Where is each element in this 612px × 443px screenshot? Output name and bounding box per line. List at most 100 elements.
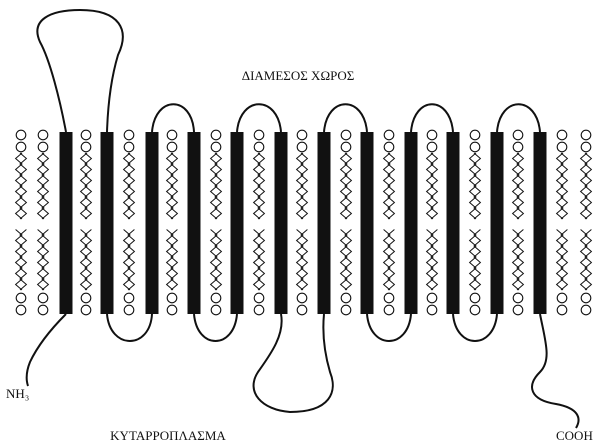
- lipid-head: [81, 142, 91, 152]
- lipid-head: [341, 142, 351, 152]
- lipid-tail: [171, 230, 177, 291]
- extracellular-loop-5: [411, 104, 453, 132]
- lipid-tail: [42, 153, 48, 219]
- lipid-head: [124, 142, 134, 152]
- lipid-tail: [517, 153, 523, 219]
- phospholipid-column: [427, 130, 438, 315]
- lipid-head: [581, 130, 591, 140]
- lipid-tail: [474, 153, 480, 219]
- cytoplasmic-loop-4: [367, 314, 411, 341]
- transmembrane-helix: [447, 132, 460, 314]
- n-terminal-tail: [27, 314, 66, 386]
- phospholipid-column: [341, 130, 352, 315]
- lipid-head: [297, 293, 307, 303]
- lipid-head: [38, 130, 48, 140]
- lipid-tail: [513, 230, 519, 291]
- lipid-head: [16, 142, 26, 152]
- lipid-tail: [581, 230, 587, 291]
- lipid-tail: [585, 230, 591, 291]
- phospholipid-column: [557, 130, 568, 315]
- cytoplasmic-loop-2: [194, 314, 237, 341]
- phospholipid-column: [297, 130, 308, 315]
- lipid-head: [557, 130, 567, 140]
- lipid-head: [211, 142, 221, 152]
- lipid-tail: [585, 153, 591, 219]
- lipid-tail: [85, 153, 91, 219]
- lipid-tail: [341, 230, 347, 291]
- lipid-head: [384, 130, 394, 140]
- extracellular-loop-2: [152, 104, 194, 132]
- lipid-tail: [124, 230, 130, 291]
- lipid-tail: [85, 230, 91, 291]
- lipid-head: [254, 142, 264, 152]
- lipid-tail: [427, 230, 433, 291]
- lipid-head: [211, 130, 221, 140]
- extracellular-loop-4: [324, 104, 367, 132]
- lipid-tail: [254, 230, 260, 291]
- lipid-head: [341, 293, 351, 303]
- transmembrane-helix: [101, 132, 114, 314]
- lipid-head: [38, 293, 48, 303]
- lipid-head: [384, 293, 394, 303]
- lipid-head: [470, 305, 480, 315]
- phospholipid-column: [254, 130, 265, 315]
- phospholipid-column: [384, 130, 395, 315]
- lipid-tail: [211, 230, 217, 291]
- lipid-head: [81, 130, 91, 140]
- lipid-tail: [20, 153, 26, 219]
- cytoplasmic-loop-3: [254, 314, 333, 412]
- lipid-head: [297, 305, 307, 315]
- lipid-head: [297, 142, 307, 152]
- lipid-head: [124, 305, 134, 315]
- lipid-tail: [167, 230, 173, 291]
- lipid-head: [167, 305, 177, 315]
- phospholipid-column: [470, 130, 481, 315]
- extracellular-loop-3: [237, 104, 281, 132]
- lipid-head: [513, 305, 523, 315]
- lipid-tail: [345, 153, 351, 219]
- lipid-head: [341, 130, 351, 140]
- lipid-head: [81, 293, 91, 303]
- cytoplasmic-loop-1: [107, 314, 152, 341]
- lipid-tail: [431, 153, 437, 219]
- lipid-tail: [561, 153, 567, 219]
- lipid-head: [427, 142, 437, 152]
- lipid-head: [211, 305, 221, 315]
- lipid-head: [557, 305, 567, 315]
- lipid-tail: [557, 230, 563, 291]
- c-terminus-label: COOH: [556, 428, 593, 443]
- lipid-tail: [215, 230, 221, 291]
- lipid-head: [581, 293, 591, 303]
- lipid-tail: [16, 230, 22, 291]
- transmembrane-helix: [361, 132, 374, 314]
- extracellular-space-label: ΔΙΑΜΕΣΟΣ ΧΩΡΟΣ: [242, 68, 355, 83]
- lipid-tail: [215, 153, 221, 219]
- lipid-head: [427, 293, 437, 303]
- phospholipid-column: [581, 130, 592, 315]
- lipid-head: [211, 293, 221, 303]
- phospholipid-column: [513, 130, 524, 315]
- lipid-head: [254, 130, 264, 140]
- cytoplasmic-loop-5: [453, 314, 497, 341]
- lipid-head: [470, 293, 480, 303]
- lipid-head: [513, 142, 523, 152]
- lipid-tail: [561, 230, 567, 291]
- lipid-tail: [128, 230, 134, 291]
- transmembrane-helix: [318, 132, 331, 314]
- lipid-head: [341, 305, 351, 315]
- lipid-head: [384, 305, 394, 315]
- lipid-head: [16, 293, 26, 303]
- phospholipid-column: [167, 130, 178, 315]
- lipid-head: [167, 142, 177, 152]
- lipid-head: [38, 142, 48, 152]
- lipid-tail: [297, 230, 303, 291]
- lipid-tail: [388, 230, 394, 291]
- lipid-tail: [128, 153, 134, 219]
- transmembrane-helix: [405, 132, 418, 314]
- lipid-tail: [301, 153, 307, 219]
- lipid-head: [167, 293, 177, 303]
- phospholipid-column: [124, 130, 135, 315]
- lipid-tail: [171, 153, 177, 219]
- n-terminus-label: NH₃: [6, 386, 29, 401]
